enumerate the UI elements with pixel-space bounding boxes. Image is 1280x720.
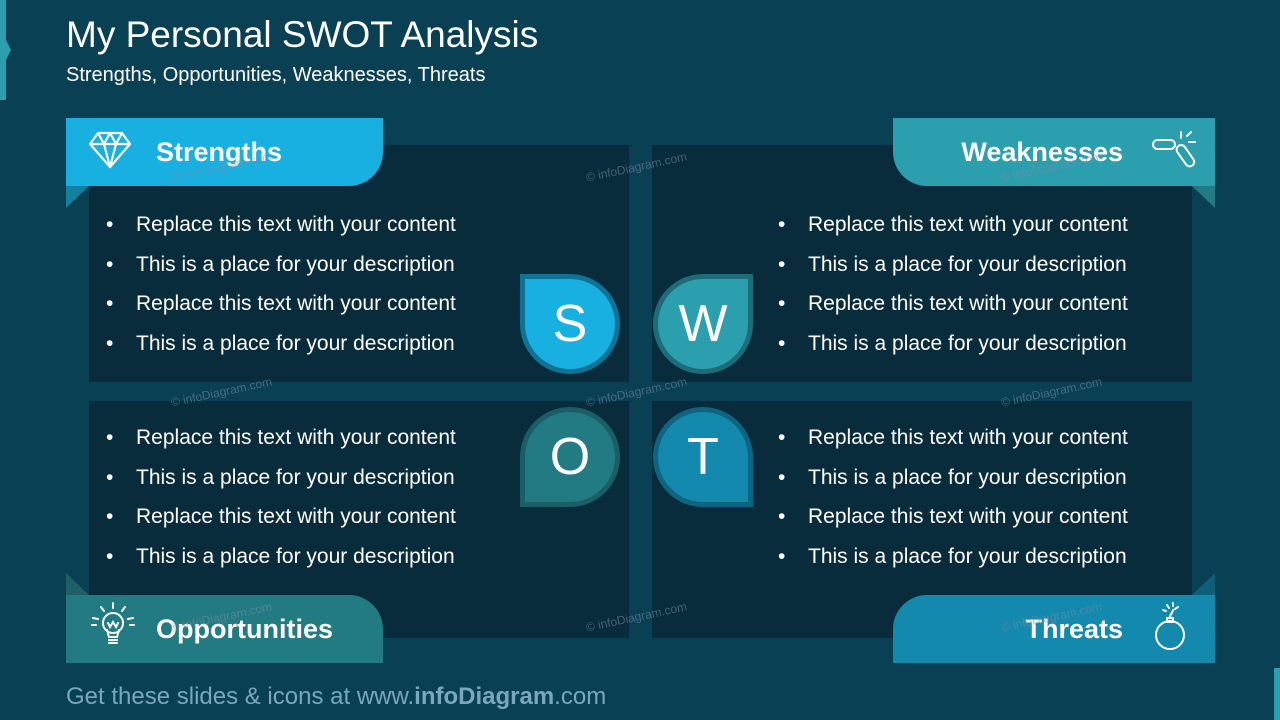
strengths-header: Strengths bbox=[66, 118, 383, 186]
list-item: Replace this text with your content bbox=[762, 284, 1128, 324]
swot-letter-w: W bbox=[653, 274, 753, 374]
page-subtitle: Strengths, Opportunities, Weaknesses, Th… bbox=[66, 64, 486, 86]
footer-brand: infoDiagram bbox=[414, 683, 555, 710]
diamond-icon bbox=[88, 131, 132, 169]
weaknesses-fold bbox=[1192, 186, 1215, 208]
bomb-icon bbox=[1153, 601, 1187, 653]
swot-letter-s: S bbox=[520, 274, 620, 374]
strengths-fold bbox=[66, 186, 89, 208]
weaknesses-list: Replace this text with your content This… bbox=[762, 205, 1128, 364]
list-item: Replace this text with your content bbox=[762, 205, 1128, 245]
opportunities-header: Opportunities bbox=[66, 595, 383, 663]
opportunities-fold bbox=[66, 573, 89, 595]
list-item: This is a place for your description bbox=[762, 458, 1128, 498]
lightbulb-icon bbox=[90, 601, 136, 651]
list-item: This is a place for your description bbox=[90, 458, 456, 498]
list-item: Replace this text with your content bbox=[762, 418, 1128, 458]
list-item: This is a place for your description bbox=[90, 245, 456, 285]
list-item: Replace this text with your content bbox=[90, 205, 456, 245]
threats-header: Threats bbox=[893, 595, 1215, 663]
strengths-list: Replace this text with your content This… bbox=[90, 205, 456, 364]
list-item: Replace this text with your content bbox=[90, 284, 456, 324]
footer-suffix: .com bbox=[554, 683, 607, 710]
footer-prefix: Get these slides & icons at www. bbox=[66, 683, 415, 710]
list-item: This is a place for your description bbox=[762, 245, 1128, 285]
threats-fold bbox=[1192, 573, 1215, 595]
footer-link[interactable]: Get these slides & icons at www.infoDiag… bbox=[66, 683, 606, 711]
strengths-title: Strengths bbox=[156, 136, 283, 167]
weaknesses-title: Weaknesses bbox=[961, 136, 1123, 167]
list-item: Replace this text with your content bbox=[90, 497, 456, 537]
list-item: This is a place for your description bbox=[762, 537, 1128, 577]
weaknesses-header: Weaknesses bbox=[893, 118, 1215, 186]
opportunities-title: Opportunities bbox=[156, 613, 333, 644]
list-item: This is a place for your description bbox=[90, 324, 456, 364]
threats-list: Replace this text with your content This… bbox=[762, 418, 1128, 577]
swot-letter-t: T bbox=[653, 407, 753, 507]
list-item: Replace this text with your content bbox=[90, 418, 456, 458]
list-item: Replace this text with your content bbox=[762, 497, 1128, 537]
list-item: This is a place for your description bbox=[762, 324, 1128, 364]
threats-title: Threats bbox=[1025, 613, 1123, 644]
left-accent-bar bbox=[0, 0, 11, 100]
page-title: My Personal SWOT Analysis bbox=[66, 14, 539, 55]
swot-letter-o: O bbox=[520, 407, 620, 507]
right-accent-bar bbox=[1274, 668, 1280, 720]
broken-link-icon bbox=[1151, 130, 1197, 174]
opportunities-list: Replace this text with your content This… bbox=[90, 418, 456, 577]
list-item: This is a place for your description bbox=[90, 537, 456, 577]
